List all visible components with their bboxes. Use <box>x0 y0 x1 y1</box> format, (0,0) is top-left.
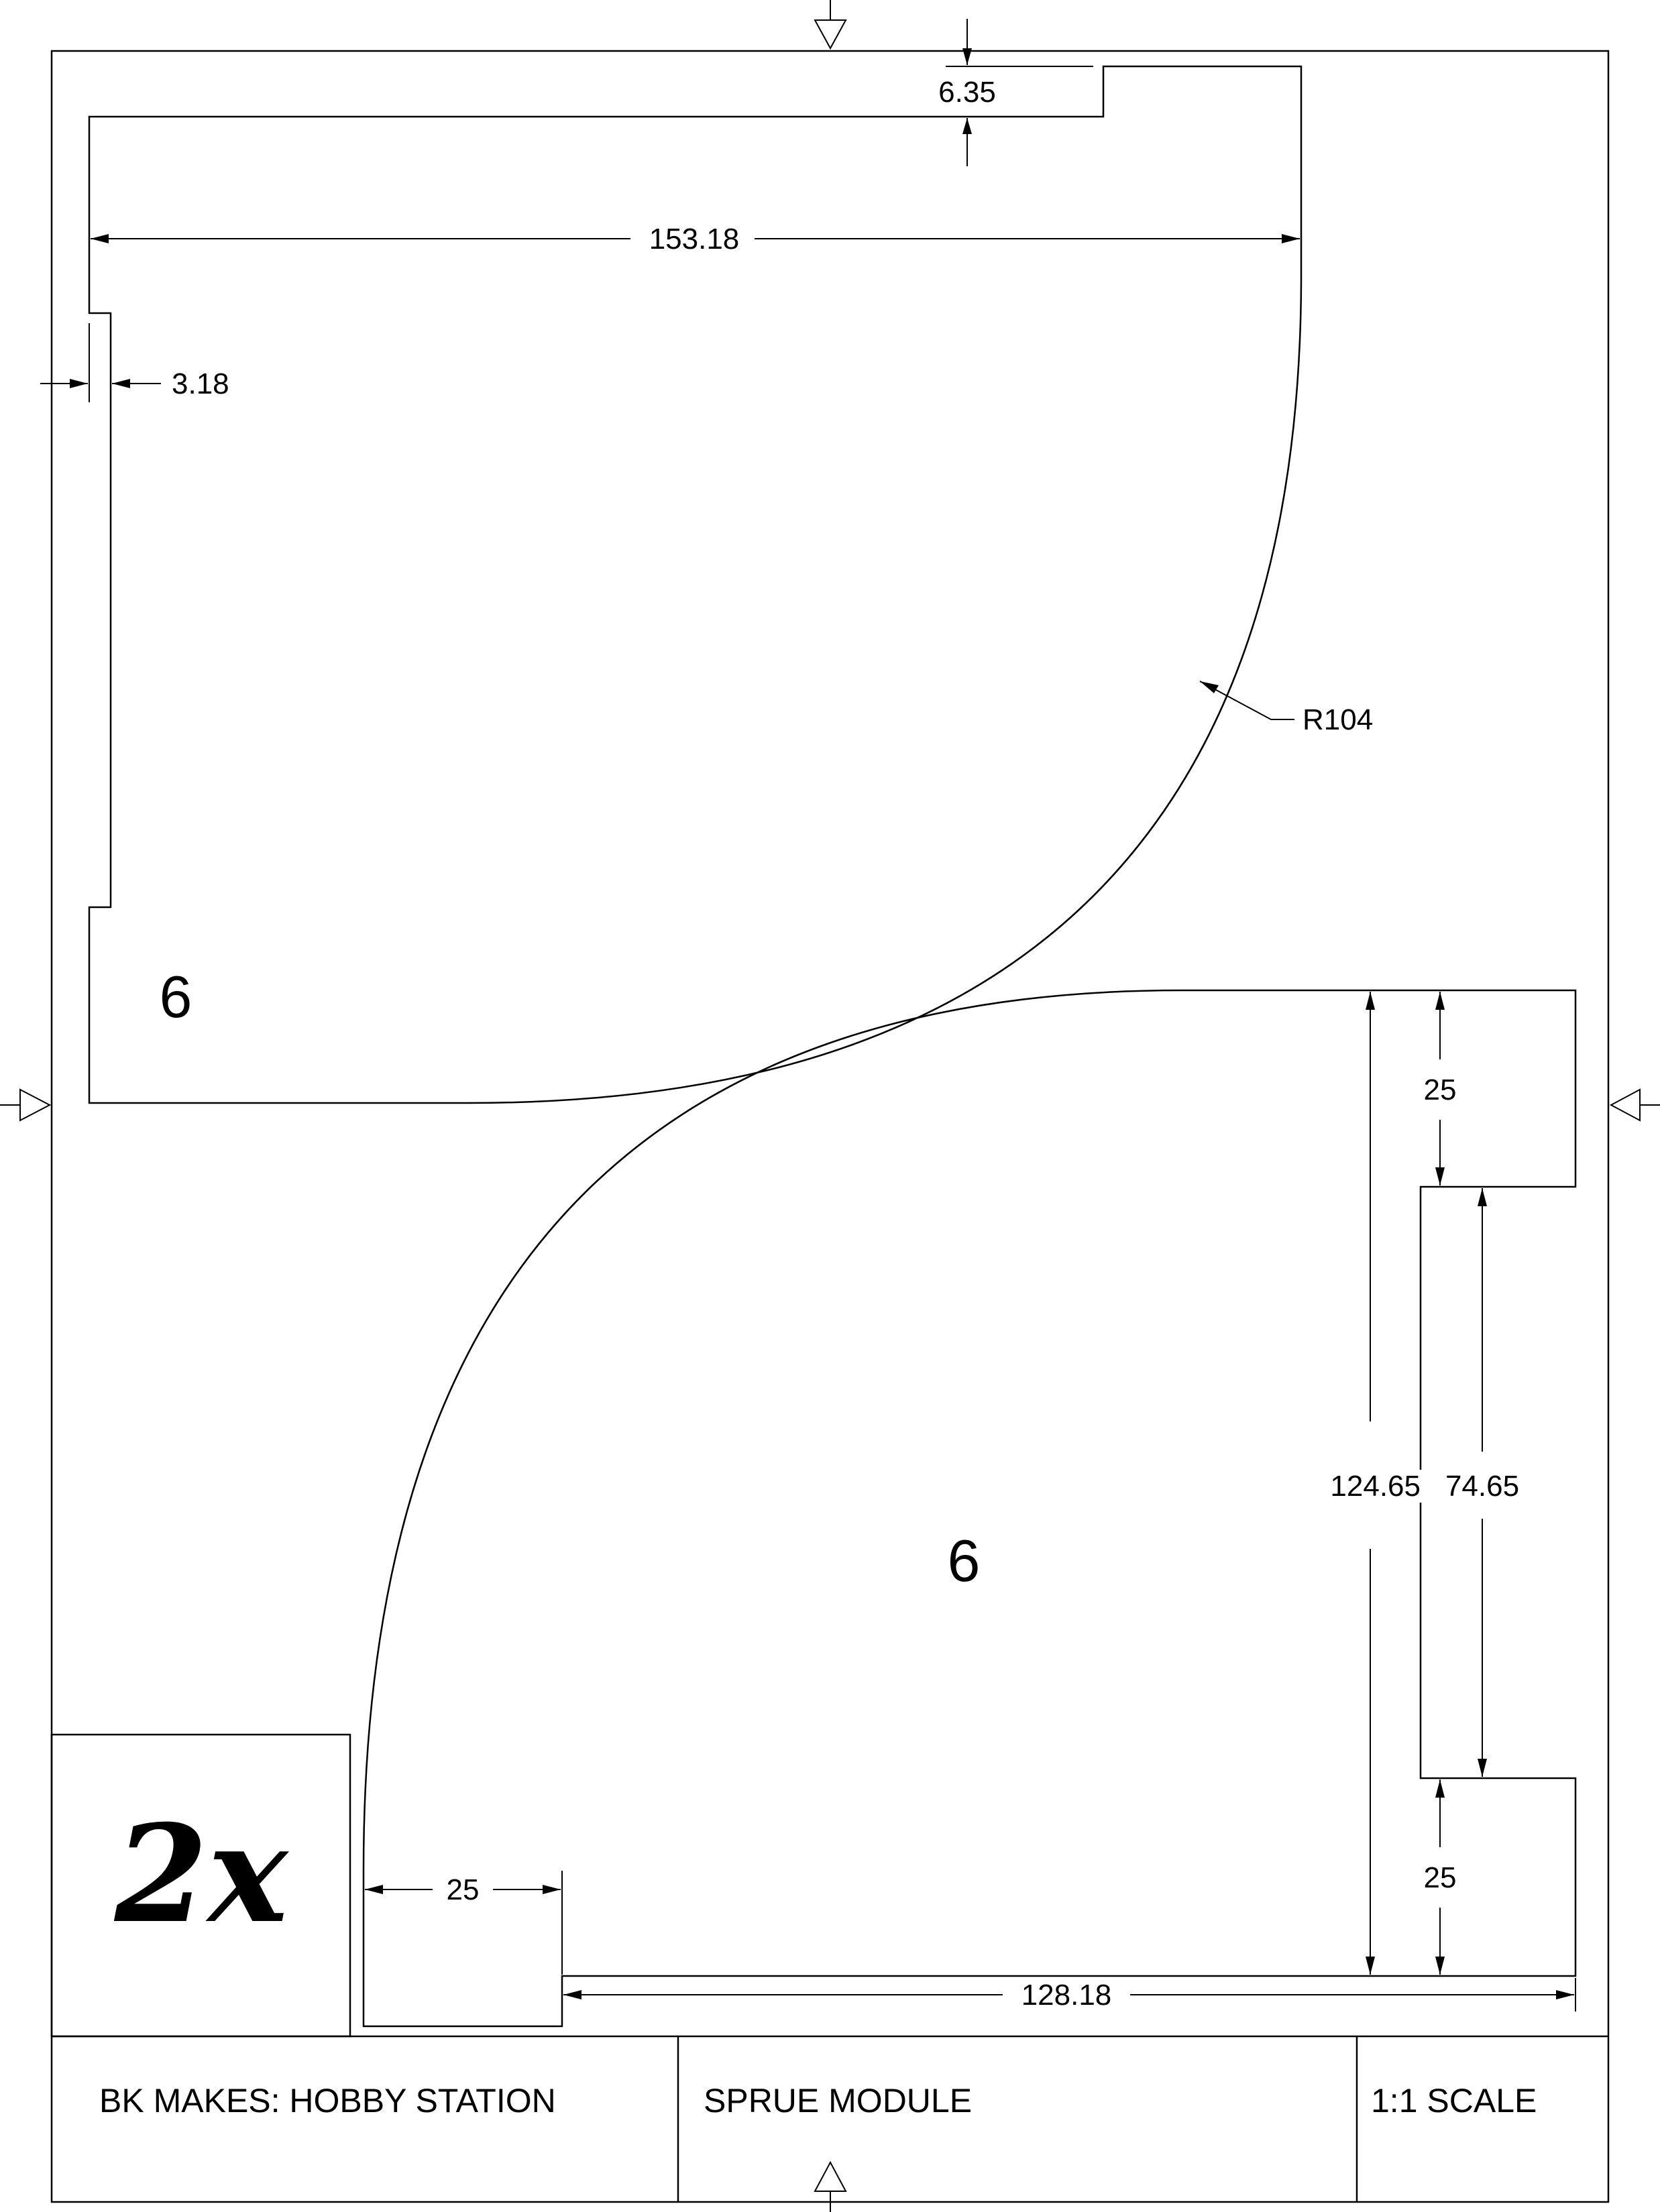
dimension-label-slot-length: 74.65 <box>1445 1470 1519 1503</box>
label-background <box>1017 1979 1116 2012</box>
dimension-label-overall-width-lower: 128.18 <box>1021 1979 1112 2012</box>
label-background <box>1326 1470 1425 1503</box>
centering-mark-bottom <box>814 2160 847 2212</box>
dimension-label-tab-height-bottom: 25 <box>1424 1861 1457 1894</box>
dimension-radius: R104 <box>1199 681 1378 736</box>
label-background <box>442 1873 484 1906</box>
quantity-mark: 2x <box>114 1796 290 1953</box>
dimension-slot-length: 74.65 <box>1441 1188 1524 1777</box>
dimension-label-tab-offset: 3.18 <box>172 367 229 400</box>
dimension-overall-width-lower: 128.18 <box>563 1978 1576 2012</box>
dimension-tab-height-bottom: 25 <box>1419 1780 1461 1975</box>
part-label-lower: 6 <box>948 1527 981 1594</box>
dimension-tab-height-top: 25 <box>1419 992 1461 1185</box>
dimension-label-bottom-tab-width: 25 <box>447 1873 480 1906</box>
part-label-upper: 6 <box>160 964 192 1030</box>
label-background <box>168 367 233 400</box>
dimension-overall-height-lower: 124.65 <box>1326 992 1425 1975</box>
dimension-tab-offset: 3.18 <box>40 323 233 402</box>
title-block-scale: 1:1 SCALE <box>1371 2082 1537 2119</box>
upper-part-outline <box>88 65 1303 1104</box>
label-background <box>1441 1470 1524 1503</box>
dimension-label-overall-width-upper: 153.18 <box>649 223 740 255</box>
lower-part-outline <box>362 989 1577 2028</box>
dimension-label-overall-height-lower: 124.65 <box>1330 1470 1421 1503</box>
dimension-label-notch-depth: 6.35 <box>938 76 996 109</box>
centering-mark-top <box>814 0 847 50</box>
label-background <box>934 76 1000 109</box>
dimension-overall-width-upper: 153.18 <box>89 118 1300 308</box>
centering-mark-right <box>1609 1088 1660 1122</box>
label-background <box>645 223 744 255</box>
title-block: BK MAKES: HOBBY STATION SPRUE MODULE 1:1… <box>52 2035 1608 2202</box>
dimension-label-radius: R104 <box>1303 703 1373 736</box>
centering-mark-left <box>0 1088 52 1122</box>
title-block-project: BK MAKES: HOBBY STATION <box>99 2082 556 2119</box>
dimension-notch-depth: 6.35 <box>934 19 1093 166</box>
title-block-part-name: SPRUE MODULE <box>704 2082 972 2119</box>
dimension-bottom-tab-width: 25 <box>365 1871 563 1975</box>
label-background <box>1419 1861 1461 1894</box>
dimension-label-tab-height-top: 25 <box>1424 1073 1457 1106</box>
label-background <box>1419 1073 1461 1106</box>
label-background <box>1298 703 1378 736</box>
